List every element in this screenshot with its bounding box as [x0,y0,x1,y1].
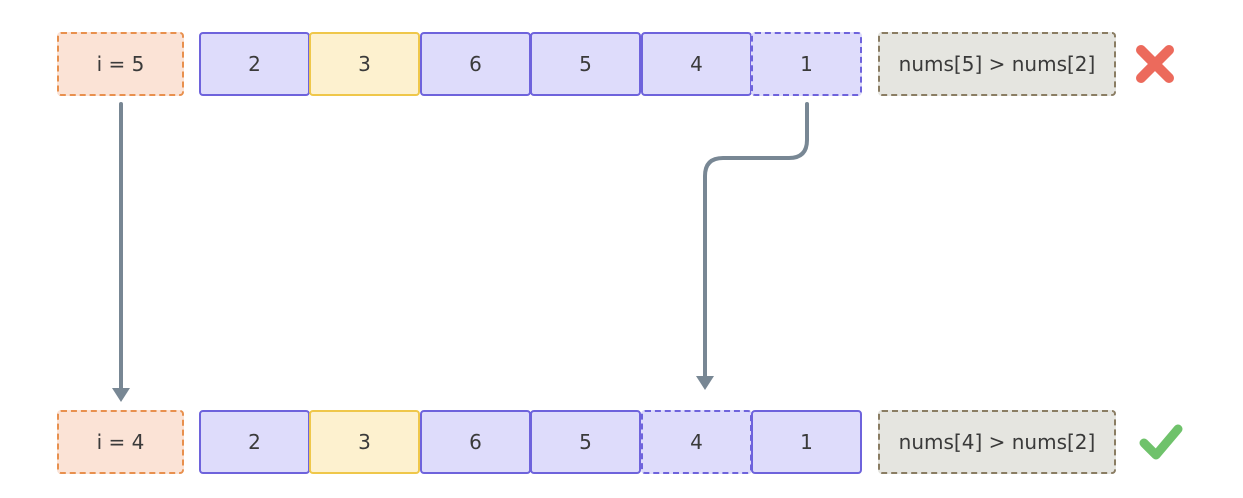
check-mark-icon [1139,424,1183,460]
comparison-text: nums[4] > nums[2] [898,430,1096,454]
index-label: i = 4 [96,430,145,454]
array-cell-5: 1 [751,410,862,474]
comparison-text: nums[5] > nums[2] [898,52,1096,76]
index-label-box: i = 4 [57,410,184,474]
array-cell-value: 6 [469,430,482,454]
x-mark-icon [1136,45,1174,83]
array-cell-value: 1 [800,52,813,76]
array-cell-value: 5 [579,52,592,76]
array-cell-1-highlighted: 3 [309,410,420,474]
array-cell-value: 4 [690,52,703,76]
array-cell-1-highlighted: 3 [309,32,420,96]
array-cell-4: 4 [641,32,752,96]
comparison-box: nums[5] > nums[2] [878,32,1116,96]
array-cell-3: 5 [530,32,641,96]
array-cell-3: 5 [530,410,641,474]
index-down-arrow [112,102,130,402]
array-cell-2: 6 [420,410,531,474]
comparison-box: nums[4] > nums[2] [878,410,1116,474]
array-cell-0: 2 [199,410,310,474]
pointer-move-arrow [696,102,809,390]
array-cell-4-current: 4 [641,410,752,474]
index-label-box: i = 5 [57,32,184,96]
array-cell-value: 5 [579,430,592,454]
array-cell-value: 2 [248,52,261,76]
array-cell-value: 3 [358,430,371,454]
array-cell-value: 2 [248,430,261,454]
array-cell-value: 6 [469,52,482,76]
array-cell-value: 4 [690,430,703,454]
array-cell-5-current: 1 [751,32,862,96]
array-cell-2: 6 [420,32,531,96]
array-cell-0: 2 [199,32,310,96]
index-label: i = 5 [96,52,145,76]
array-cell-value: 3 [358,52,371,76]
array-cell-value: 1 [800,430,813,454]
